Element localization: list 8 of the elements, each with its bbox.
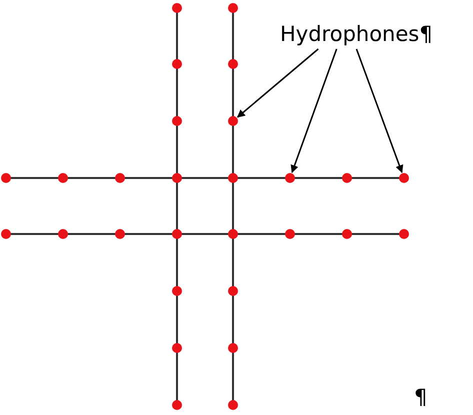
pilcrow-mark: ¶	[414, 385, 428, 410]
hydrophone-dot	[399, 173, 409, 183]
arrow	[290, 48, 338, 174]
hydrophone-dot	[228, 116, 238, 126]
arrow	[356, 48, 404, 174]
hydrophone-dot	[285, 173, 295, 183]
callout-label: Hydrophones¶	[280, 22, 433, 48]
arrow	[236, 48, 319, 118]
